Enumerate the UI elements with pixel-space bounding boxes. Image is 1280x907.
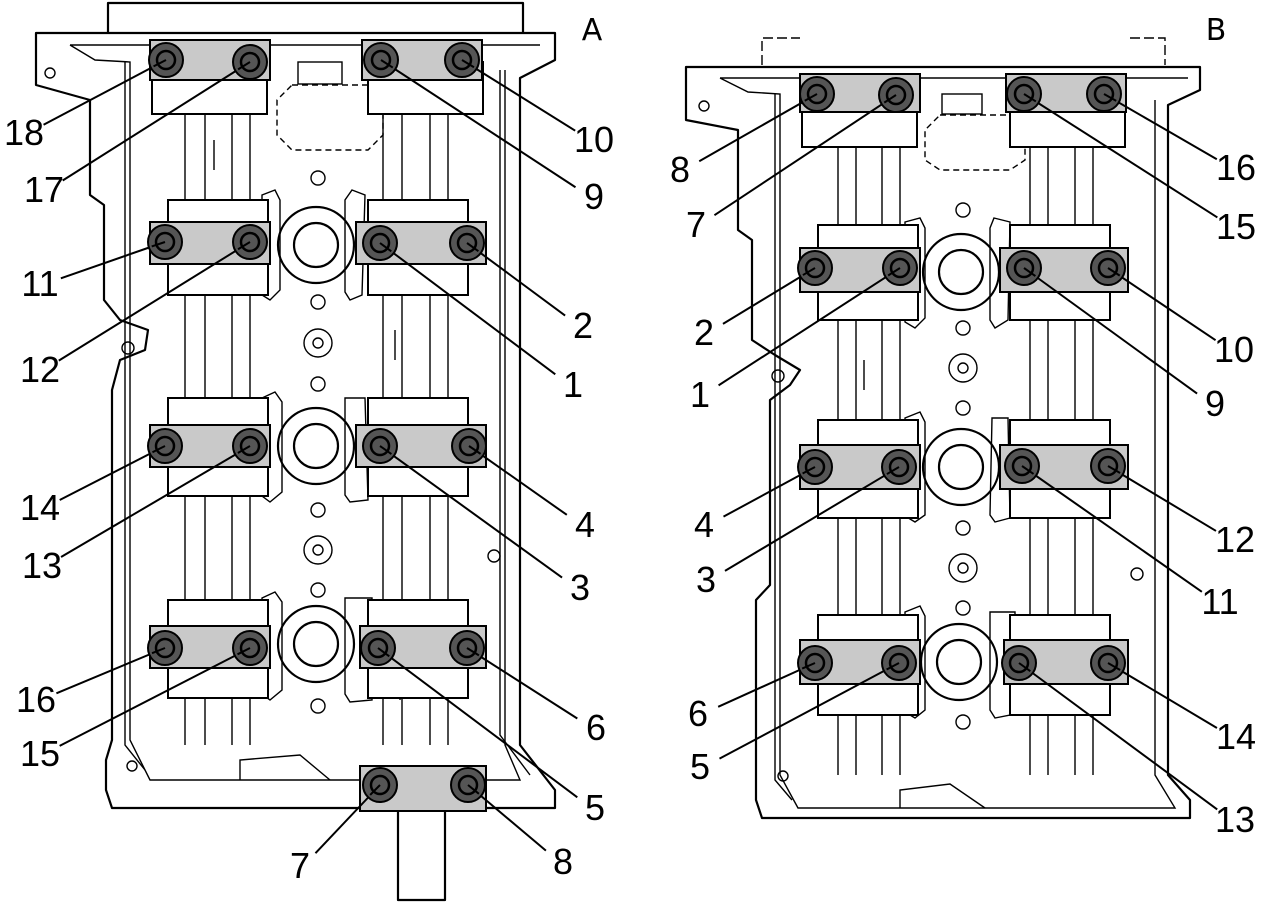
leader-line-13: [1018, 662, 1218, 811]
leader-line-10: [461, 59, 576, 132]
panel-b-head-outline: [684, 37, 1202, 820]
bolt-number-label: 4: [575, 504, 595, 545]
leader-line-9: [380, 59, 577, 189]
panel-a-letter: A: [582, 13, 603, 48]
bolt-number-label: 3: [570, 567, 590, 608]
leader-line-12: [58, 241, 251, 362]
bolt-number-label: 13: [1215, 799, 1255, 840]
leader-line-3: [379, 445, 563, 579]
bolt-number-label: 18: [4, 112, 44, 153]
leader-line-4: [468, 445, 568, 516]
bolt-number-label: 5: [690, 746, 710, 787]
leader-line-7: [713, 94, 897, 217]
bolt-number-label: 3: [696, 559, 716, 600]
leader-line-10: [1107, 267, 1217, 342]
leader-line-12: [1107, 465, 1217, 532]
leader-line-13: [60, 445, 251, 558]
leader-line-16: [56, 647, 166, 695]
leader-line-18: [43, 59, 167, 126]
leader-line-5: [377, 647, 578, 799]
leader-line-11: [60, 241, 166, 280]
bolt-number-label: 5: [585, 787, 605, 828]
bolt-15: [1006, 76, 1042, 112]
bolt-number-label: 2: [573, 305, 593, 346]
bolt-number-label: 9: [584, 176, 604, 217]
bolt-number-label: 16: [1216, 147, 1256, 188]
bolt-number-label: 1: [690, 374, 710, 415]
bolt-number-label: 16: [16, 679, 56, 720]
panel-a-bearing-caps: [149, 39, 487, 812]
bolt-number-label: 13: [22, 545, 62, 586]
leader-line-9: [1023, 267, 1198, 395]
bolt-16: [1086, 76, 1122, 112]
bolt-number-label: 10: [1214, 329, 1254, 370]
leader-line-3: [724, 466, 900, 572]
leader-line-1: [379, 242, 556, 376]
bolt-number-label: 11: [21, 263, 58, 304]
bolt-number-label: 10: [574, 119, 614, 160]
leader-line-6: [466, 647, 578, 720]
bolt-number-label: 12: [1215, 519, 1255, 560]
bolt-number-label: 11: [1201, 581, 1238, 622]
panel-b: [684, 37, 1202, 820]
leader-line-11: [1021, 465, 1203, 593]
bolt-number-label: 2: [694, 312, 714, 353]
leader-line-14: [1107, 662, 1218, 729]
leader-line-1: [718, 267, 901, 387]
bolt-number-label: 6: [688, 693, 708, 734]
bolt-number-label: 15: [1216, 206, 1256, 247]
bolt-number-label: 6: [586, 707, 606, 748]
bolt-number-label: 17: [24, 169, 64, 210]
bolt-number-label: 12: [20, 349, 60, 390]
leader-line-16: [1103, 93, 1218, 161]
leader-line-14: [59, 445, 166, 501]
bolt-number-label: 9: [1205, 383, 1225, 424]
leader-line-5: [719, 662, 900, 760]
leader-line-17: [62, 61, 251, 182]
bolt-number-label: 8: [670, 149, 690, 190]
bolt-number-label: 7: [686, 204, 706, 245]
bolt-number-label: 15: [20, 733, 60, 774]
bolt-number-label: 4: [694, 504, 714, 545]
bolt-number-label: 14: [1216, 716, 1256, 757]
leader-line-15: [59, 647, 251, 747]
leader-line-8: [698, 93, 818, 163]
bolt-number-label: 7: [290, 845, 310, 886]
bolt-number-label: 8: [553, 841, 573, 882]
panel-b-letter: B: [1206, 13, 1227, 48]
bolt-number-label: 1: [563, 364, 583, 405]
leader-line-2: [466, 242, 566, 317]
bolt-number-label: 14: [20, 487, 60, 528]
bolt-9: [1006, 250, 1042, 286]
leader-line-15: [1023, 93, 1218, 219]
